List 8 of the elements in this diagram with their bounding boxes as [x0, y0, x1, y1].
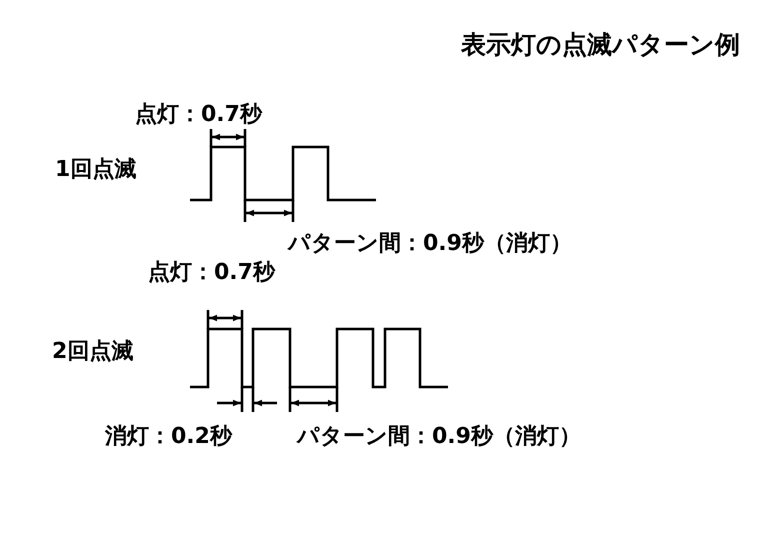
pattern-name: 2回点滅 — [52, 339, 134, 365]
duration-label: 消灯：0.2秒 — [105, 424, 232, 450]
diagram-title: 表示灯の点滅パターン例 — [461, 30, 740, 60]
duration-label: パターン間：0.9秒（消灯） — [288, 231, 572, 257]
duration-label: パターン間：0.9秒（消灯） — [297, 424, 581, 450]
duration-label: 点灯：0.7秒 — [135, 102, 262, 128]
duration-label: 点灯：0.7秒 — [148, 260, 275, 286]
pattern-name: 1回点滅 — [55, 157, 136, 183]
